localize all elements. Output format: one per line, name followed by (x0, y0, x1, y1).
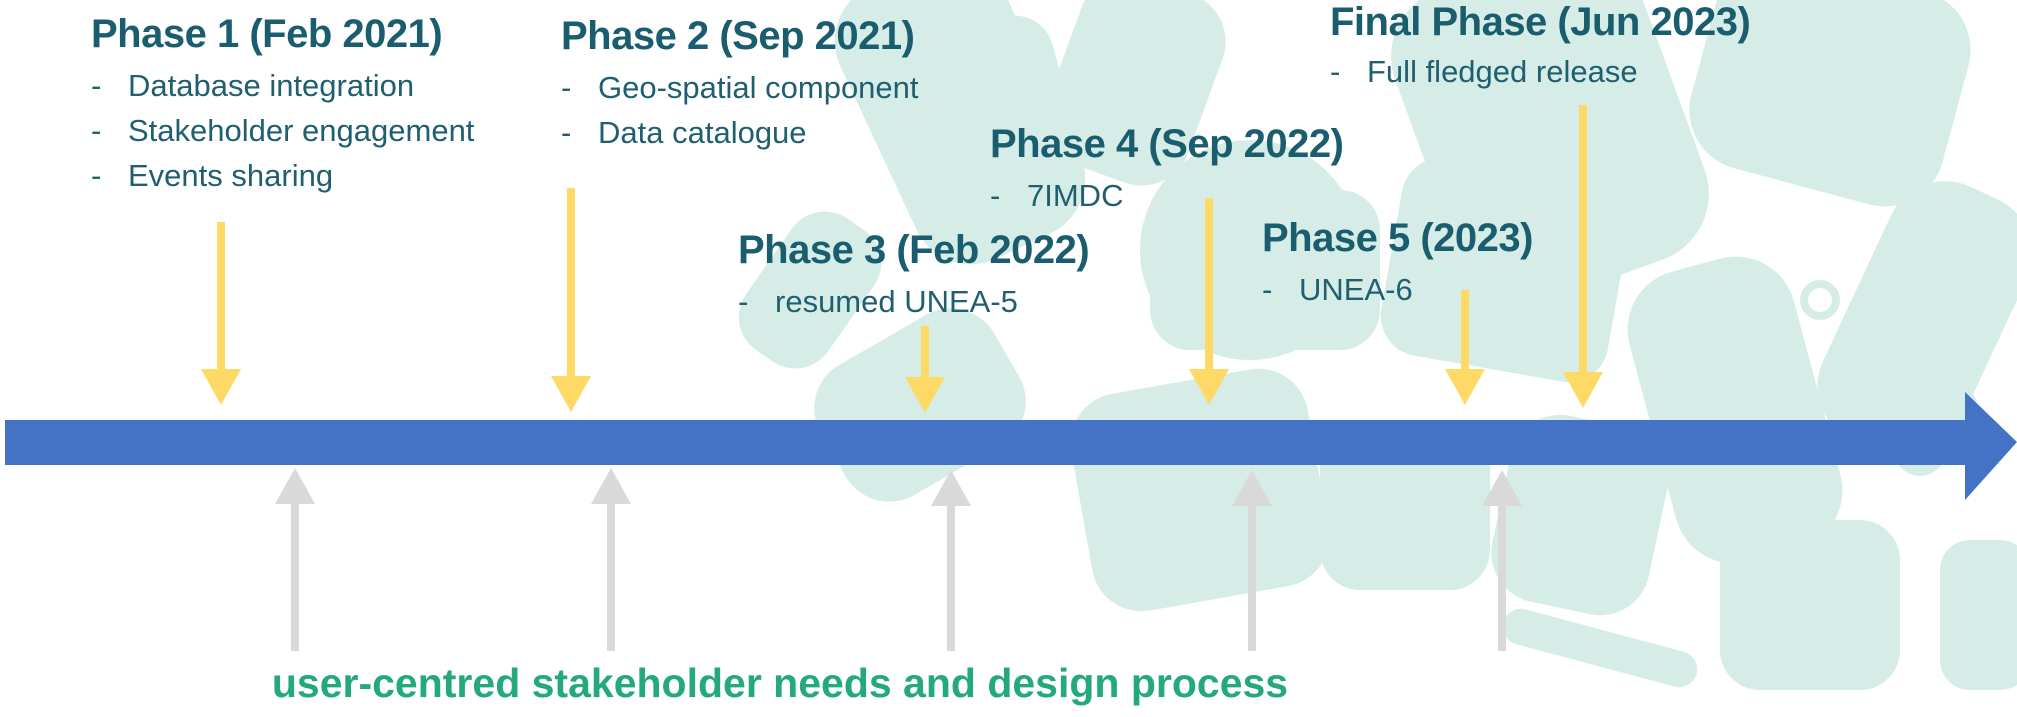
list-item: -Stakeholder engagement (91, 113, 475, 148)
timeline-arrow (5, 392, 2017, 500)
list-item: -Geo-spatial component (561, 70, 919, 105)
phase-3-title: Phase 3 (Feb 2022) (738, 228, 1090, 272)
input-arrow (1482, 470, 1522, 651)
phase-4-list: -7IMDC (990, 173, 1343, 218)
list-item: -7IMDC (990, 178, 1124, 213)
input-arrows (275, 468, 1522, 651)
list-item: -Data catalogue (561, 115, 807, 150)
phase-5: Phase 5 (2023) -UNEA-6 (1262, 216, 1533, 312)
input-arrow (931, 470, 971, 651)
phase-2: Phase 2 (Sep 2021) -Geo-spatial componen… (561, 14, 919, 155)
milestone-arrow (201, 222, 241, 405)
phase-4-title: Phase 4 (Sep 2022) (990, 122, 1344, 166)
phase-2-title: Phase 2 (Sep 2021) (561, 14, 915, 58)
list-item: -Full fledged release (1330, 54, 1638, 89)
list-item: -UNEA-6 (1262, 272, 1413, 307)
milestone-arrow (1445, 290, 1485, 405)
milestone-arrow (1189, 198, 1229, 405)
phase-3-list: -resumed UNEA-5 (738, 279, 1089, 324)
milestone-arrow (551, 188, 591, 412)
process-caption: user-centred stakeholder needs and desig… (271, 660, 1289, 706)
phase-1: Phase 1 (Feb 2021) -Database integration… (91, 12, 474, 198)
phase-final-list: -Full fledged release (1330, 49, 1750, 94)
phase-final-title: Final Phase (Jun 2023) (1330, 0, 1751, 44)
phase-3: Phase 3 (Feb 2022) -resumed UNEA-5 (738, 228, 1090, 324)
input-arrow (591, 468, 631, 651)
phase-final: Final Phase (Jun 2023) -Full fledged rel… (1330, 0, 1751, 94)
list-item: -Database integration (91, 68, 415, 103)
input-arrow (275, 468, 315, 651)
phase-2-list: -Geo-spatial component -Data catalogue (561, 65, 919, 155)
list-item: -resumed UNEA-5 (738, 284, 1018, 319)
phase-5-list: -UNEA-6 (1262, 267, 1533, 312)
phase-1-list: -Database integration -Stakeholder engag… (91, 63, 474, 198)
milestone-arrows (201, 105, 1603, 413)
phase-5-title: Phase 5 (2023) (1262, 216, 1533, 260)
phase-4: Phase 4 (Sep 2022) -7IMDC (990, 122, 1344, 218)
phase-1-title: Phase 1 (Feb 2021) (91, 12, 443, 56)
list-item: -Events sharing (91, 158, 334, 193)
milestone-arrow (1563, 105, 1603, 408)
milestone-arrow (905, 326, 945, 413)
input-arrow (1232, 470, 1272, 651)
